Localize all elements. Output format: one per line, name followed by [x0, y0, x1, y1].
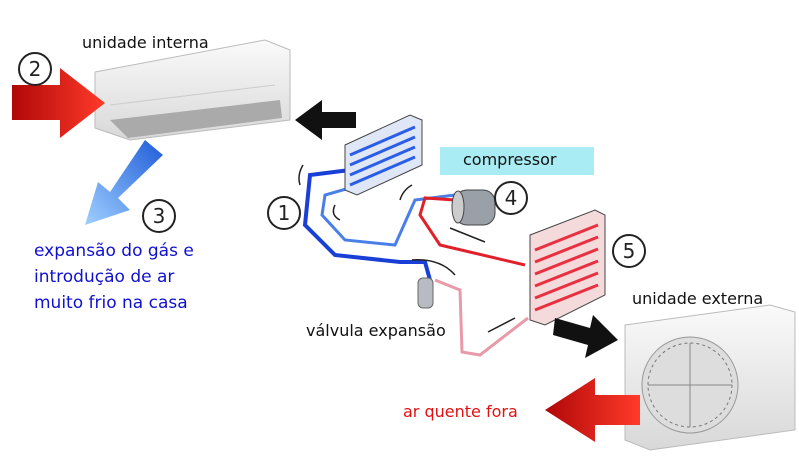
- outdoor-unit: [624, 304, 796, 451]
- step-5-badge: 5: [612, 234, 646, 268]
- expansion-text-line: expansão do gás e: [34, 241, 194, 261]
- condenser-coil: [529, 209, 606, 326]
- indoor-unit: [94, 39, 291, 141]
- cold-pipe-inner: [320, 183, 456, 247]
- hot-air-out-label: ar quente fora: [403, 402, 518, 421]
- step-1-badge: 1: [267, 196, 301, 230]
- expansion-valve-body: [417, 277, 434, 309]
- expansion-text-line: introdução de ar: [34, 267, 175, 287]
- compressor-label: compressor: [463, 150, 557, 169]
- step-4-badge: 4: [494, 181, 528, 215]
- compressor-label-box: [440, 147, 594, 175]
- hot-pipe: [418, 196, 526, 267]
- expansion-valve-label: válvula expansão: [306, 321, 446, 340]
- airflow-arrow-outdoor: [553, 315, 618, 358]
- expansion-text: expansão do gás e introdução de ar muito…: [34, 238, 194, 316]
- cold-pipe: [302, 168, 432, 281]
- expansion-text-line: muito frio na casa: [34, 293, 188, 313]
- airflow-arrow-indoor: [295, 100, 356, 140]
- indoor-unit-label: unidade interna: [82, 33, 209, 52]
- step-3-badge: 3: [142, 199, 176, 233]
- compressor-body: [451, 189, 496, 226]
- hot-air-out-arrow: [545, 378, 640, 442]
- cold-air-out-arrow: [85, 140, 163, 225]
- warm-pipe: [434, 278, 529, 357]
- flow-arrows: [298, 164, 516, 333]
- evaporator-coil: [344, 114, 423, 196]
- step-2-badge: 2: [18, 52, 52, 86]
- outdoor-unit-label: unidade externa: [632, 289, 764, 308]
